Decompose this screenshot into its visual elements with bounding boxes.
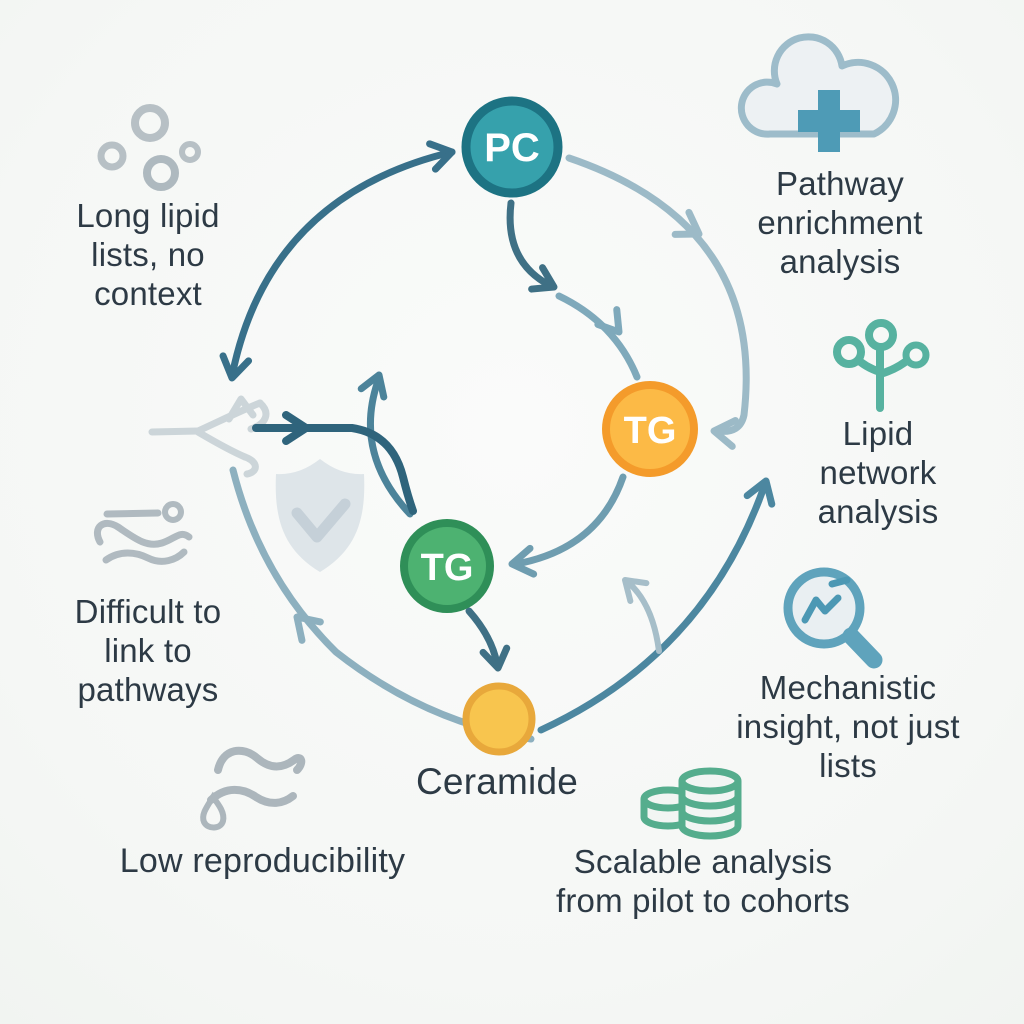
node-pc: PC	[461, 96, 563, 198]
node-tg-upper-label: TG	[624, 410, 677, 452]
caption-lipid-network: Lipid network analysis	[817, 415, 939, 530]
node-tg-lower-label: TG	[421, 547, 474, 589]
magnifier-icon	[783, 567, 883, 669]
network-icon	[833, 319, 930, 412]
node-pc-label: PC	[484, 126, 540, 170]
node-ceramide	[462, 682, 536, 756]
caption-pathway-enrichment: Pathway enrichment analysis	[757, 165, 923, 280]
caption-scalable-analysis: Scalable analysis from pilot to cohorts	[556, 843, 850, 919]
shield-check-icon	[275, 459, 365, 572]
node-tg-lower: TG	[400, 519, 494, 613]
molecule-squiggle-icon	[93, 501, 193, 565]
node-tg-upper: TG	[602, 381, 698, 477]
bubbles-icon	[97, 104, 201, 191]
caption-ceramide: Ceramide	[416, 761, 578, 802]
cloud-plus-icon	[737, 33, 900, 152]
funnel-molecule-icon	[148, 395, 270, 478]
wave-droplet-icon	[200, 746, 306, 831]
cycle-arrows	[219, 140, 776, 743]
caption-mechanistic-insight: Mechanistic insight, not just lists	[736, 669, 960, 784]
caption-low-reproducibility: Low reproducibility	[119, 842, 406, 880]
coins-icon	[640, 767, 742, 840]
caption-long-lipid-lists: Long lipid lists, no context	[76, 197, 220, 312]
caption-difficult-to-link: Difficult to link to pathways	[74, 593, 222, 708]
